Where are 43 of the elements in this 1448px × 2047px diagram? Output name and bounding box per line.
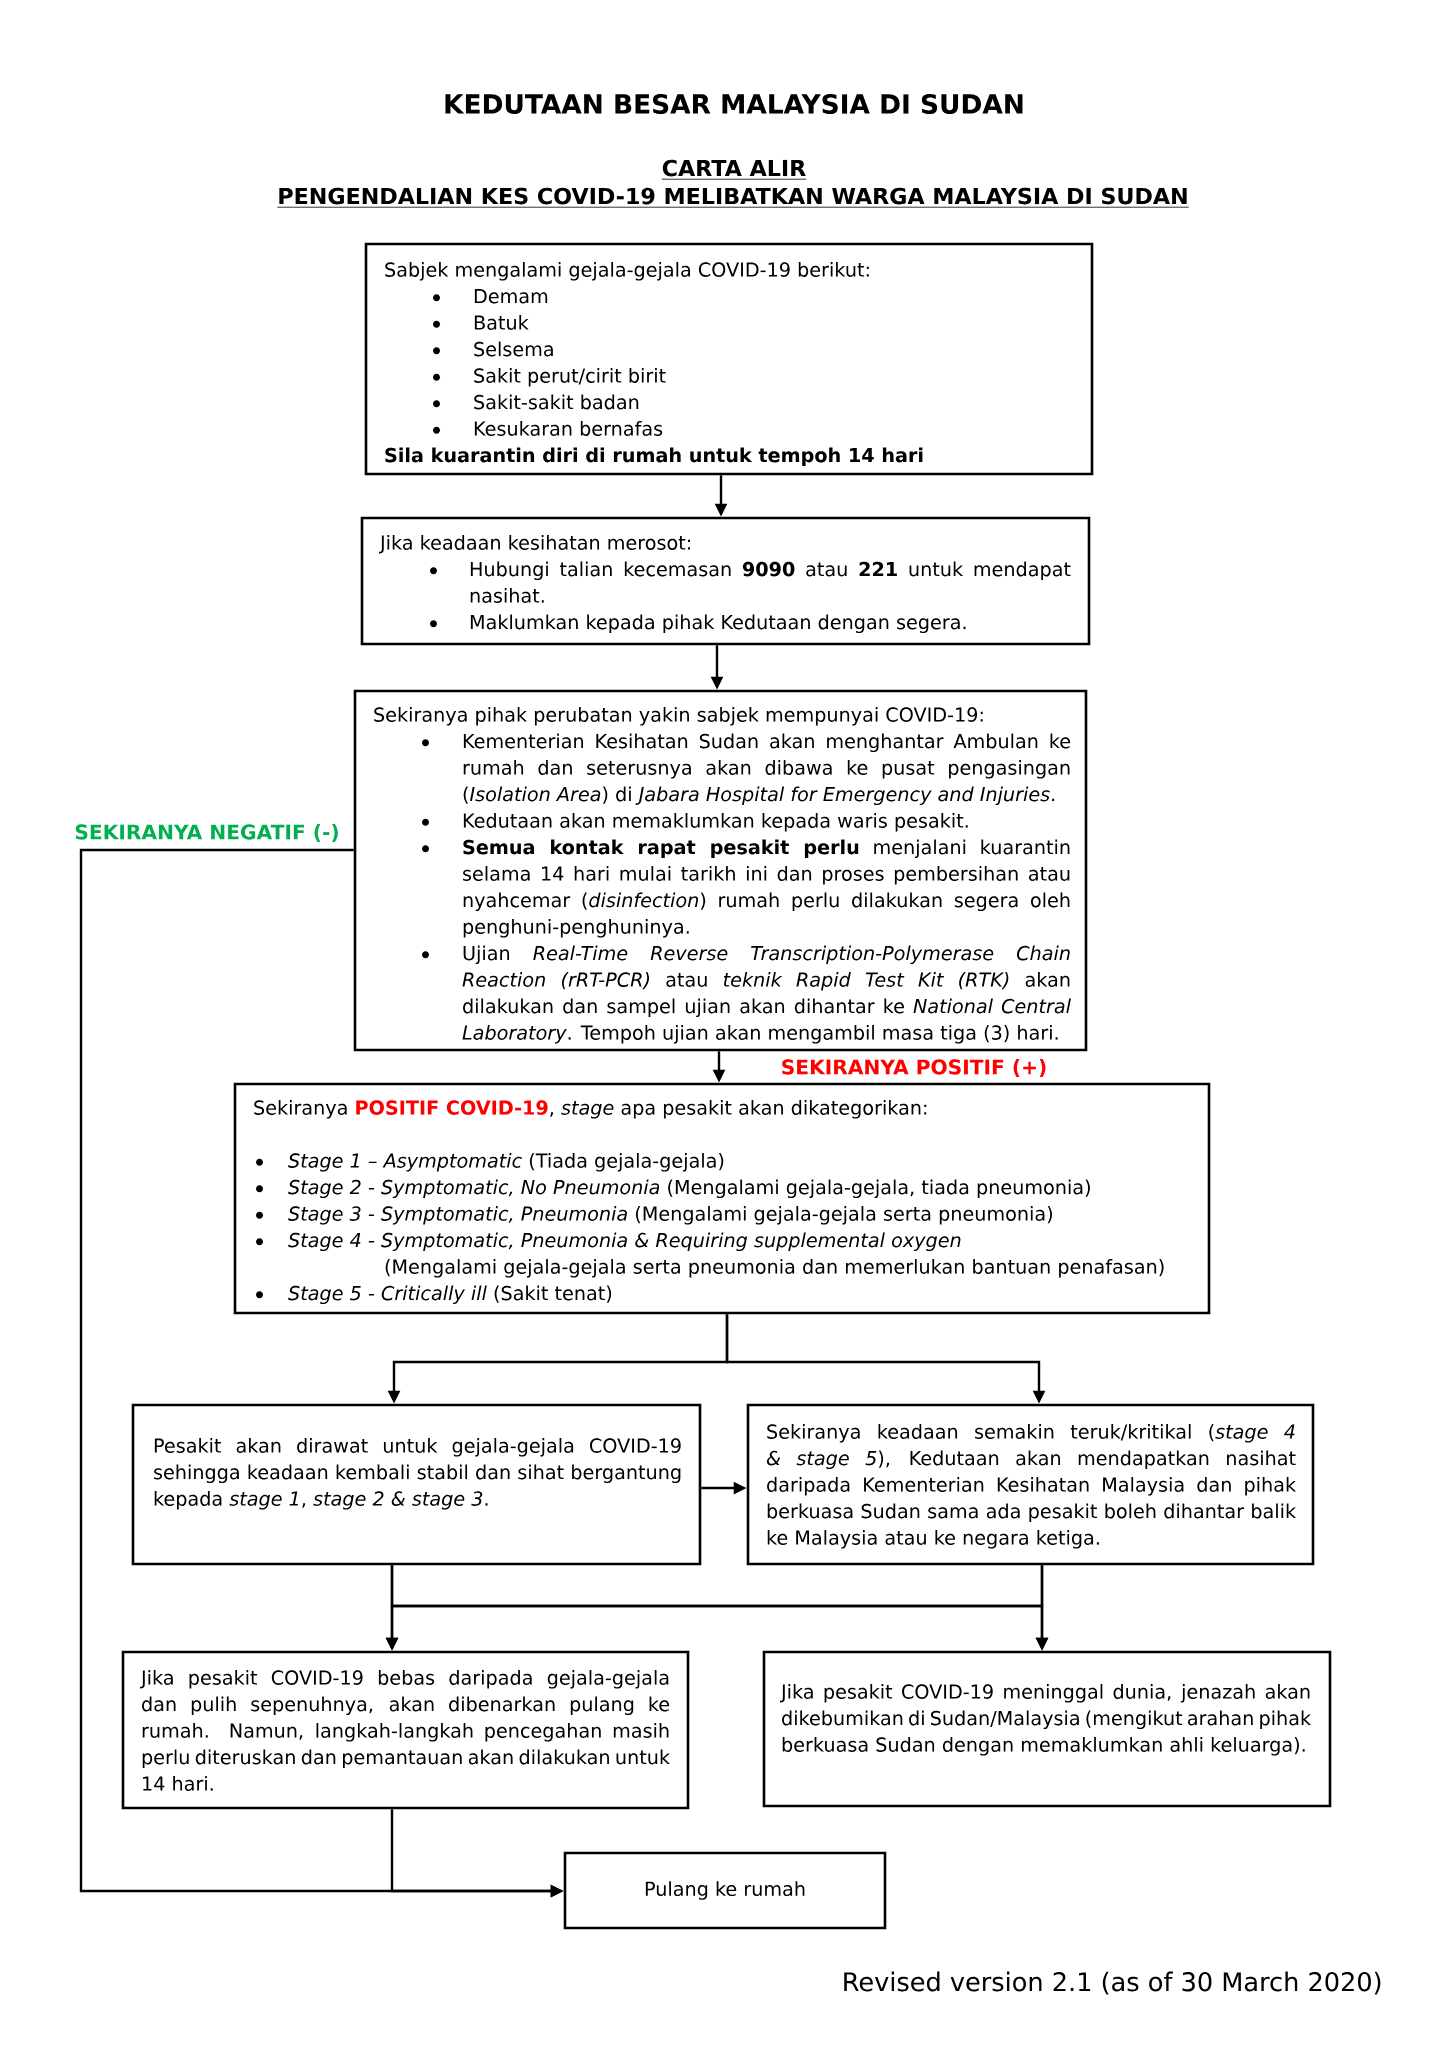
edge-label: SEKIRANYA POSITIF (+) [778, 1057, 1050, 1079]
box-text: Pulang ke rumah [645, 1881, 805, 1900]
list-item: Maklumkan kepada pihak Kedutaan dengan segera. [470, 614, 966, 634]
list-item: Batuk [474, 315, 529, 330]
list-item: Kesukaran bernafas [474, 421, 663, 436]
process-box [131, 1403, 702, 1566]
process-box [563, 1851, 887, 1930]
box-heading: Sekiranya POSITIF COVID-19, stage apa pesakit akan dikategorikan: [254, 1100, 927, 1119]
list-item: Hubungi talian kecemasan 9090 atau 221 untuk mendapat nasihat. [470, 561, 1071, 603]
process-box [360, 516, 1091, 646]
list-item: (Mengalami gejala-gejala serta pneumonia dan memerlukan bantuan penafasan) [385, 1259, 1164, 1278]
list-item: Stage 2 - Symptomatic, No Pneumonia (Mengalami gejala-gejala, tiada pneumonia) [288, 1179, 1090, 1199]
box-heading: Sabjek mengalami gejala-gejala COVID-19 berikut: [385, 262, 869, 281]
list-item: Stage 5 - Critically ill (Sakit tenat) [288, 1285, 612, 1305]
box-heading: Jika keadaan kesihatan merosot: [379, 535, 690, 554]
process-box [364, 242, 1094, 476]
process-box [121, 1650, 690, 1810]
list-item: Ujian Real-Time Reverse Transcription-Polymerase Chain Reaction (rRT-PCR) atau teknik Rapid Test Kit (RTK) akan dilakukan dan sampel ujian akan dihantar ke National Central Laboratory. Tempoh ujian akan mengambil masa tiga (3) hari. [462, 945, 1071, 1044]
list-item: Demam [474, 289, 548, 304]
list-item: Semua kontak rapat pesakit perlu menjalani kuarantin selama 14 hari mulai tarikh ini dan proses pembersihan atau nyahcemar (disinfection) rumah perlu dilakukan segera oleh penghuni-penghuninya. [463, 839, 1070, 938]
edge-label: SEKIRANYA NEGATIF (-) [72, 822, 342, 844]
box-text: Sekiranya keadaan semakin teruk/kritikal (stage 4 & stage 5), Kedutaan akan mendapatkan nasihat daripada Kementerian Kesihatan Malaysia dan pihak berkuasa Sudan sama ada pesakit boleh dihantar balik ke Malaysia atau ke negara ketiga. [766, 1424, 1297, 1549]
box-text: Jika pesakit COVID-19 meninggal dunia, jenazah akan dikebumikan di Sudan/Malaysia (mengikut arahan pihak berkuasa Sudan dengan memaklumkan ahli keluarga). [780, 1684, 1312, 1756]
box-text: Sila kuarantin diri di rumah untuk tempoh 14 hari [385, 447, 923, 467]
list-item: Stage 3 - Symptomatic, Pneumonia (Mengalami gejala-gejala serta pneumonia) [288, 1206, 1052, 1225]
list-item: Stage 1 – Asymptomatic (Tiada gejala-gejala) [288, 1153, 724, 1172]
list-item: Kementerian Kesihatan Sudan akan menghantar Ambulan ke rumah dan seterusnya akan dibawa ke pusat pengasingan (Isolation Area) di Jabara Hospital for Emergency and Injuries. [463, 733, 1071, 806]
process-box [746, 1403, 1315, 1566]
process-box [762, 1650, 1332, 1808]
box-text: Jika pesakit COVID-19 bebas daripada gejala-gejala dan pulih sepenuhnya, akan dibenarkan pulang ke rumah. Namun, langkah-langkah pencegahan masih perlu diteruskan dan pemantauan akan dilakukan untuk 14 hari. [140, 1670, 671, 1791]
list-item: Stage 4 - Symptomatic, Pneumonia & Requiring supplemental oxygen [288, 1232, 961, 1252]
list-item: Kedutaan akan memaklumkan kepada waris pesakit. [463, 813, 968, 832]
subheading: PENGENDALIAN KES COVID-19 MELIBATKAN WARGA MALAYSIA DI SUDAN [276, 187, 1190, 208]
list-item: Selsema [474, 341, 553, 357]
process-box [353, 689, 1088, 1052]
list-item: Sakit-sakit badan [474, 394, 639, 410]
box-text: Pesakit akan dirawat untuk gejala-gejala COVID-19 sehingga keadaan kembali stabil dan sihat bergantung kepada stage 1, stage 2 & stage 3. [154, 1438, 681, 1510]
version-note: Revised version 2.1 (as of 30 March 2020) [844, 1971, 1381, 1995]
box-heading: Sekiranya pihak perubatan yakin sabjek mempunyai COVID-19: [374, 707, 983, 726]
process-box [233, 1082, 1211, 1315]
title: KEDUTAAN BESAR MALAYSIA DI SUDAN [445, 94, 1023, 114]
subheading: CARTA ALIR [661, 159, 807, 180]
list-item: Sakit perut/cirit birit [474, 368, 666, 387]
